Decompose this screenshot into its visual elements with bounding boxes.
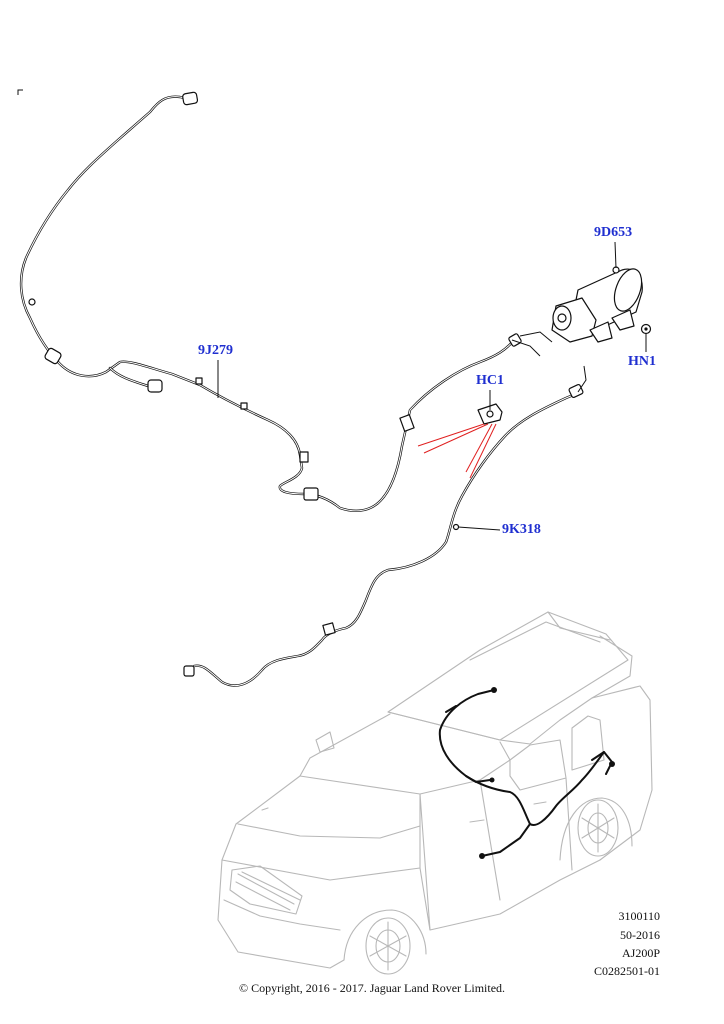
bracket-hc1	[477, 403, 503, 425]
corner-mark	[17, 89, 23, 95]
callout-9k318: 9K318	[502, 522, 541, 537]
callout-hn1: HN1	[628, 354, 656, 369]
reference-line-3: AJ200P	[621, 946, 660, 960]
vehicle-outline	[217, 611, 653, 975]
canister-9d653	[551, 266, 652, 343]
leader-9d653	[614, 241, 617, 269]
reference-line-4: C0282501-01	[594, 964, 660, 978]
reference-line-1: 3100110	[618, 909, 660, 923]
hose-9j279	[19, 91, 553, 512]
vehicle-hose-route	[438, 687, 615, 859]
reference-line-2: 50-2016	[620, 928, 660, 942]
hose-9k318	[183, 365, 587, 687]
leader-red-hc1	[417, 423, 497, 479]
callout-9d653: 9D653	[594, 225, 633, 240]
leader-9k318	[457, 526, 501, 531]
copyright-notice: © Copyright, 2016 - 2017. Jaguar Land Ro…	[238, 981, 506, 995]
callout-hc1: HC1	[476, 373, 504, 388]
callout-9j279: 9J279	[198, 343, 233, 358]
